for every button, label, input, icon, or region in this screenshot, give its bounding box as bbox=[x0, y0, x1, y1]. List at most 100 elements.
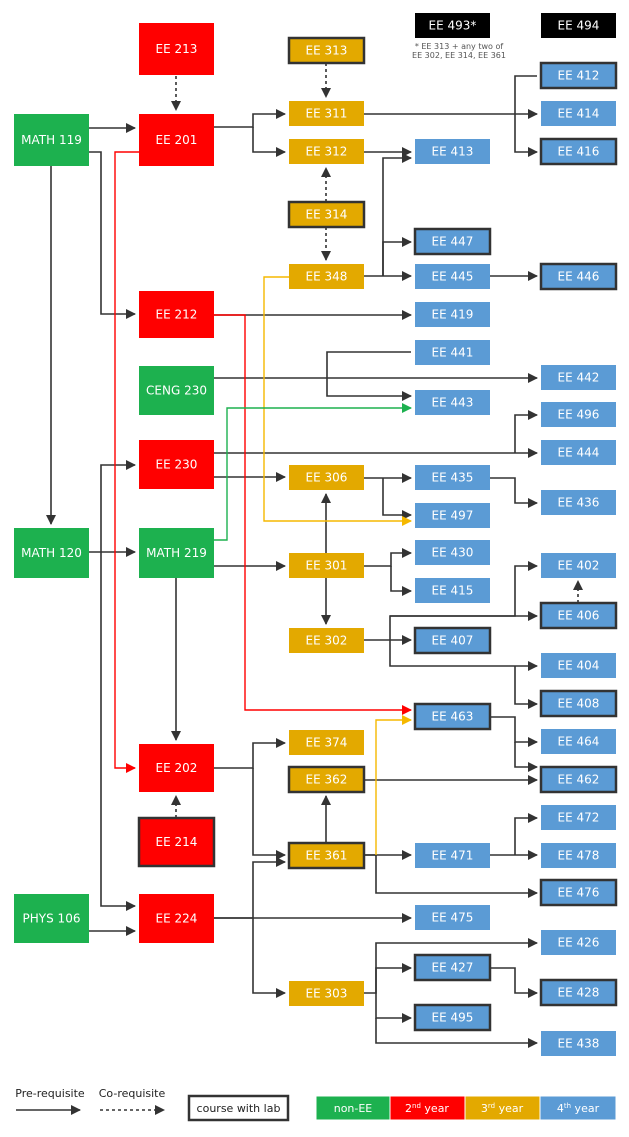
course-label: EE 445 bbox=[432, 270, 474, 284]
course-box bbox=[541, 553, 616, 578]
course-box bbox=[14, 528, 89, 578]
course-node-ee-464: EE 464 bbox=[541, 729, 616, 754]
legend-year4-swatch bbox=[539, 1095, 617, 1121]
prereq-connector-11 bbox=[100, 552, 136, 911]
prereq-connector-61 bbox=[114, 151, 139, 773]
course-box bbox=[139, 114, 214, 166]
prereq-connector-34 bbox=[326, 351, 412, 401]
course-node-ee-404: EE 404 bbox=[541, 653, 616, 678]
course-label: EE 436 bbox=[558, 496, 600, 510]
course-node-ee-230: EE 230 bbox=[139, 440, 214, 489]
course-label: MATH 219 bbox=[146, 546, 207, 560]
course-label: EE 430 bbox=[432, 546, 474, 560]
course-box bbox=[289, 465, 364, 490]
footnote-line-1: * EE 313 + any two of bbox=[415, 42, 504, 51]
prereq-connector-64 bbox=[375, 715, 412, 855]
course-box bbox=[541, 729, 616, 754]
course-node-ee-472: EE 472 bbox=[541, 805, 616, 830]
course-box bbox=[413, 227, 492, 256]
course-label: EE 496 bbox=[558, 408, 600, 422]
course-label: EE 472 bbox=[558, 811, 600, 825]
course-label: EE 464 bbox=[558, 735, 600, 749]
course-box bbox=[415, 264, 490, 289]
course-box bbox=[139, 291, 214, 338]
course-box bbox=[415, 302, 490, 327]
prereq-connector-46 bbox=[514, 666, 538, 709]
course-label: EE 426 bbox=[558, 936, 600, 950]
course-box bbox=[415, 465, 490, 490]
legend-year3-swatch bbox=[464, 1095, 541, 1121]
course-node-math-119: MATH 119 bbox=[14, 114, 89, 166]
course-label: EE 446 bbox=[558, 270, 600, 284]
prereq-connector-7 bbox=[252, 127, 286, 157]
course-box bbox=[289, 139, 364, 164]
course-label: EE 303 bbox=[306, 987, 348, 1001]
prereq-connector-49 bbox=[514, 742, 538, 772]
course-label: EE 444 bbox=[558, 446, 600, 460]
course-node-ee-311: EE 311 bbox=[289, 101, 364, 126]
course-label: EE 427 bbox=[432, 961, 474, 975]
prereq-connector-40 bbox=[364, 548, 412, 567]
legend-coreq-label: Co-requisite bbox=[99, 1087, 166, 1100]
course-box bbox=[541, 402, 616, 427]
prereq-connector-26 bbox=[514, 114, 538, 157]
course-label: EE 214 bbox=[156, 835, 198, 849]
course-node-ee-497: EE 497 bbox=[415, 503, 490, 528]
course-node-ee-314: EE 314 bbox=[287, 200, 366, 229]
course-node-ee-435: EE 435 bbox=[415, 465, 490, 490]
course-node-ee-494: EE 494 bbox=[541, 13, 616, 38]
course-label: EE 312 bbox=[306, 145, 348, 159]
course-label: EE 213 bbox=[156, 42, 198, 56]
prereq-connector-41 bbox=[390, 566, 412, 596]
course-node-ee-443: EE 443 bbox=[415, 390, 490, 415]
course-box bbox=[415, 503, 490, 528]
course-box bbox=[415, 843, 490, 868]
prereq-connector-38 bbox=[382, 478, 412, 520]
course-label: EE 447 bbox=[432, 235, 474, 249]
course-node-ee-362: EE 362 bbox=[287, 765, 366, 794]
course-node-ee-213: EE 213 bbox=[139, 23, 214, 75]
course-node-ee-303: EE 303 bbox=[289, 981, 364, 1006]
course-box bbox=[541, 101, 616, 126]
connector-layer bbox=[46, 63, 583, 1048]
course-node-ee-374: EE 374 bbox=[289, 730, 364, 755]
prereq-connector-45 bbox=[389, 640, 538, 671]
course-label: EE 478 bbox=[558, 849, 600, 863]
legend-year3-label: 3rd year bbox=[481, 1102, 524, 1115]
course-label: EE 419 bbox=[432, 308, 474, 322]
legend-nonee-label: non-EE bbox=[334, 1102, 373, 1115]
course-box bbox=[287, 765, 366, 794]
course-node-ee-414: EE 414 bbox=[541, 101, 616, 126]
course-label: EE 202 bbox=[156, 761, 198, 775]
course-node-ee-402: EE 402 bbox=[541, 553, 616, 578]
course-box bbox=[541, 1031, 616, 1056]
prereq-connector-59 bbox=[375, 993, 412, 1023]
course-label: EE 497 bbox=[432, 509, 474, 523]
course-label: EE 471 bbox=[432, 849, 474, 863]
course-label: EE 361 bbox=[306, 849, 348, 863]
course-box bbox=[289, 730, 364, 755]
course-box bbox=[541, 490, 616, 515]
course-node-phys-106: PHYS 106 bbox=[14, 894, 89, 943]
course-label: MATH 120 bbox=[21, 546, 82, 560]
course-label: EE 313 bbox=[306, 44, 348, 58]
course-node-ee-313: EE 313 bbox=[287, 36, 366, 65]
course-box bbox=[139, 440, 214, 489]
prereq-connector-62 bbox=[214, 314, 412, 715]
course-box bbox=[287, 200, 366, 229]
course-node-ee-419: EE 419 bbox=[415, 302, 490, 327]
course-box bbox=[541, 653, 616, 678]
prereq-connector-19 bbox=[214, 738, 286, 769]
course-box bbox=[139, 366, 214, 415]
course-label: EE 301 bbox=[306, 559, 348, 573]
course-node-ee-406: EE 406 bbox=[539, 601, 618, 630]
prereq-connector-60 bbox=[375, 1018, 538, 1048]
course-label: EE 441 bbox=[432, 346, 474, 360]
course-node-ee-301: EE 301 bbox=[289, 553, 364, 578]
course-node-ee-312: EE 312 bbox=[289, 139, 364, 164]
course-box bbox=[539, 978, 618, 1007]
course-label: CENG 230 bbox=[146, 384, 207, 398]
